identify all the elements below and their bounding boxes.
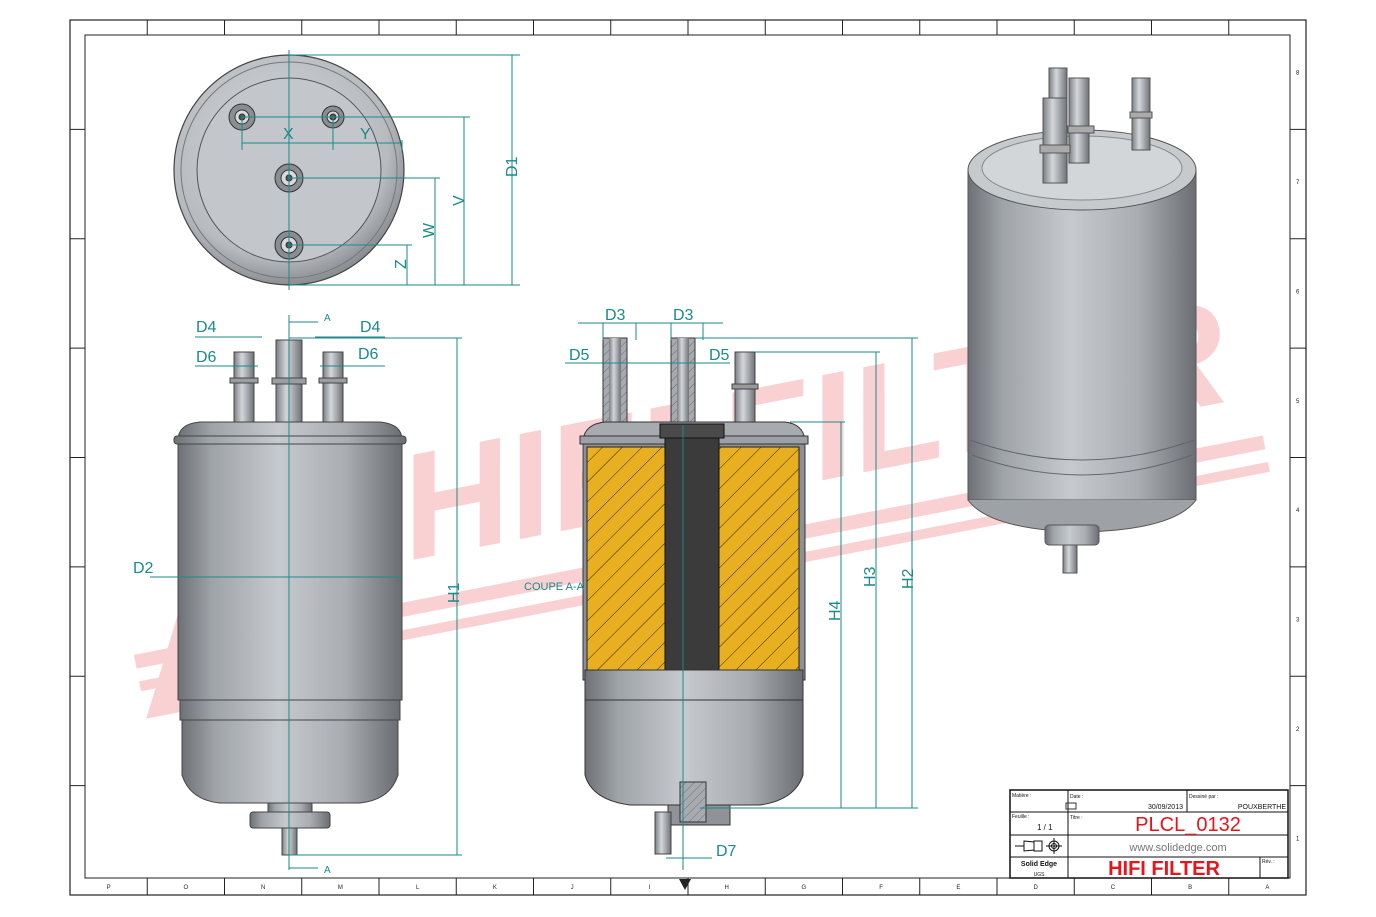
matiere-label: Matière :	[1012, 793, 1031, 799]
zone-column-label: O	[184, 885, 189, 891]
zone-column-label: J	[571, 885, 574, 891]
dim-d4-right: D4	[360, 319, 381, 336]
section-mark-a-bottom: A	[324, 865, 331, 876]
dim-h1: H1	[446, 582, 463, 603]
dessine-value: POUXBERTHE	[1238, 804, 1286, 811]
zone-column-label: P	[107, 885, 111, 891]
drawing-title: PLCL_0132	[1135, 814, 1241, 836]
dim-d4-left: D4	[196, 319, 217, 336]
dim-h3: H3	[862, 566, 879, 587]
zone-row-label: 3	[1296, 618, 1300, 624]
zone-column-label: F	[879, 885, 883, 891]
company-name: HIFI FILTER	[1108, 858, 1220, 880]
feuille-value: 1 / 1	[1037, 823, 1053, 832]
envelope-icon	[1065, 802, 1077, 810]
dim-d6-left: D6	[196, 349, 217, 366]
zone-row-label: 4	[1296, 508, 1300, 514]
zone-row-label: 6	[1296, 289, 1300, 295]
zone-column-label: B	[1188, 885, 1192, 891]
zone-column-label: M	[338, 885, 343, 891]
dim-d3-left: D3	[605, 307, 626, 324]
projection-symbol-icon	[1015, 838, 1062, 854]
zone-column-label: D	[1033, 885, 1038, 891]
zone-row-label: 2	[1296, 727, 1300, 733]
dim-h4: H4	[827, 600, 844, 621]
top-view: D1 V W Z X Y	[173, 50, 521, 290]
zone-row-label: 7	[1296, 180, 1300, 186]
zone-column-label: N	[261, 885, 265, 891]
software-sub: UGS	[1034, 872, 1046, 878]
center-mark-icon	[679, 879, 691, 890]
date-label: Date :	[1070, 794, 1083, 800]
dim-h2: H2	[900, 568, 917, 589]
zone-column-label: L	[416, 885, 420, 891]
dim-d5-left: D5	[569, 347, 590, 364]
zone-column-label: E	[956, 885, 960, 891]
zone-column-label: I	[649, 885, 651, 891]
dim-w: W	[421, 222, 438, 238]
feuille-label: Feuille :	[1012, 814, 1030, 820]
iso-view	[967, 67, 1197, 574]
border-ticks	[70, 20, 1306, 895]
zone-row-label: 1	[1296, 836, 1300, 842]
zone-column-label: A	[1265, 885, 1269, 891]
section-view: D3 D3 D5 D5 COUPE A-A H2 H3 H4 D7	[524, 307, 918, 870]
zone-column-label: H	[724, 885, 728, 891]
dim-d7: D7	[716, 843, 737, 860]
date-value: 30/09/2013	[1148, 804, 1183, 811]
front-view: D4 D4 D6 D6 A A D2 H1	[133, 313, 463, 876]
dim-d5-right: D5	[709, 347, 730, 364]
dessine-label: Dessiné par :	[1189, 794, 1218, 800]
dim-x: X	[283, 126, 294, 143]
rev-label: Rév. :	[1262, 859, 1275, 865]
software-name: Solid Edge	[1021, 861, 1057, 868]
dim-d3-right: D3	[673, 307, 694, 324]
titre-label: Titre :	[1070, 815, 1083, 821]
website-text: www.solidedge.com	[1128, 842, 1226, 854]
section-mark-a-top: A	[324, 313, 331, 324]
dim-v: V	[451, 195, 468, 206]
dim-y: Y	[360, 126, 371, 143]
dim-z: Z	[393, 259, 410, 269]
title-block: Matière : Date : 30/09/2013 Dessiné par …	[1009, 789, 1289, 880]
zone-column-label: G	[802, 885, 807, 891]
zone-column-label: C	[1111, 885, 1116, 891]
section-label: COUPE A-A	[524, 581, 585, 593]
zone-column-label: K	[493, 885, 497, 891]
dim-d2: D2	[133, 560, 154, 577]
zone-row-label: 5	[1296, 399, 1300, 405]
dim-d6-right: D6	[358, 346, 379, 363]
zone-labels: P O N M L K J I H G F E D C B A 8 7 6 5 4 3 2 1	[107, 71, 1300, 891]
dim-d1: D1	[504, 156, 521, 177]
zone-row-label: 8	[1296, 71, 1300, 77]
